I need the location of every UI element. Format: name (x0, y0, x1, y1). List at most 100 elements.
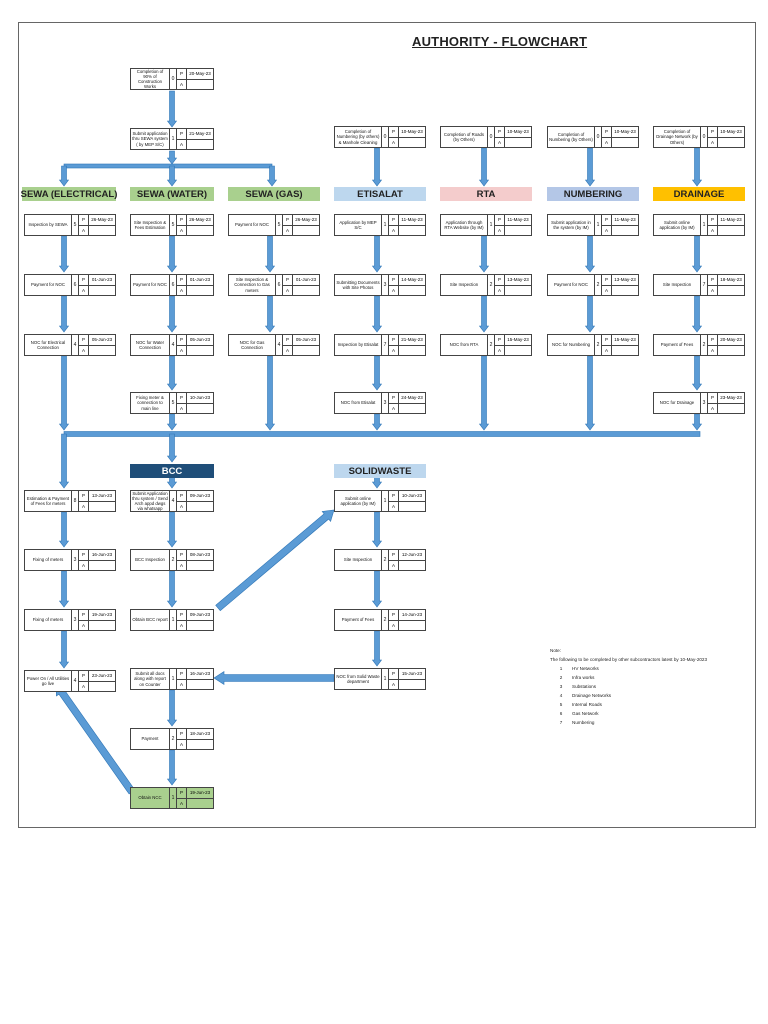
actual-date (89, 286, 115, 296)
plan-label: P (389, 550, 398, 561)
actual-date (612, 286, 638, 296)
step-dates: 21-May-23 (186, 129, 213, 149)
actual-label: A (497, 139, 501, 145)
actual-date (187, 798, 213, 808)
header-rta: RTA (440, 187, 532, 201)
planned-date: 11-May-23 (399, 215, 425, 226)
actual-date (187, 140, 213, 150)
actual-label: A (710, 139, 714, 145)
step-dates: 01-Jun-23 (88, 275, 115, 295)
down-arrow (264, 235, 276, 273)
planned-date: 23-May-23 (718, 393, 744, 404)
planned-date: 20-May-23 (718, 335, 744, 346)
planned-date: 16-Jun-23 (89, 550, 115, 561)
planned-date: 10-Jun-23 (187, 393, 213, 404)
step-duration: 5 (169, 215, 176, 235)
down-arrow (264, 295, 276, 333)
actual-date (187, 621, 213, 631)
step-duration: 6 (275, 275, 282, 295)
step-label: Obtain BCC report (132, 617, 168, 623)
step-duration: 1 (169, 610, 176, 630)
actual-label: A (391, 562, 395, 568)
step-dates: 20-May-23 (186, 69, 213, 89)
page-title: AUTHORITY - FLOWCHART (412, 34, 588, 49)
step-dates: 05-Jun-23 (88, 335, 115, 355)
down-arrow (166, 355, 178, 391)
plan-label: P (602, 275, 611, 286)
actual-label: A (285, 287, 289, 293)
step-label: Payment (141, 736, 159, 742)
step-dates: 23-Jun-23 (88, 671, 115, 691)
step-label: Site Inspection & Fees Estimation (133, 219, 167, 230)
step-dates: 14-May-23 (398, 275, 425, 295)
step-duration: 4 (275, 335, 282, 355)
actual-date (399, 621, 425, 631)
step-start2: Submit application thru SEWA system ( by… (130, 128, 214, 150)
note-item-number: 3 (559, 684, 563, 689)
actual-date (718, 404, 744, 414)
down-arrow (371, 413, 383, 431)
actual-label: A (391, 622, 395, 628)
down-arrow (478, 235, 490, 273)
step-duration: 3 (381, 275, 388, 295)
step-dates: 11-May-23 (717, 215, 744, 235)
plan-label: P (495, 275, 504, 286)
planned-date: 09-Jun-23 (187, 610, 213, 621)
note-item-text: Substations (572, 684, 597, 689)
step-dates: 21-May-23 (398, 335, 425, 355)
plan-label: P (79, 275, 88, 286)
planned-date: 14-Jun-23 (399, 610, 425, 621)
actual-label: A (179, 141, 183, 147)
down-arrow (166, 570, 178, 608)
down-arrow (691, 355, 703, 391)
down-arrow (371, 630, 383, 667)
collector-bar (63, 431, 701, 437)
step-label: NOC from Solid Waste department (336, 673, 380, 684)
step-duration: 5 (169, 393, 176, 413)
down-arrow (58, 630, 70, 669)
step-label: Completion of Roads (by Others) (443, 131, 485, 142)
step-dates: 12-Jun-23 (398, 550, 425, 570)
step-duration: 2 (381, 550, 388, 570)
actual-label: A (179, 622, 183, 628)
plan-label: P (708, 127, 717, 138)
actual-date (89, 561, 115, 571)
actual-label: A (179, 681, 183, 687)
step-dates: 24-May-23 (398, 393, 425, 413)
down-arrow (166, 413, 178, 431)
step-duration: 1 (169, 788, 176, 808)
step-label: Submit application thru SEWA system ( by… (132, 131, 168, 147)
actual-date (187, 680, 213, 690)
planned-date: 21-May-23 (187, 129, 213, 140)
step-dates: 26-May-23 (292, 215, 319, 235)
actual-label: A (179, 287, 183, 293)
planned-date: 23-Jun-23 (89, 671, 115, 682)
plan-label: P (177, 335, 186, 346)
actual-label: A (179, 347, 183, 353)
step-duration: 1 (700, 215, 707, 235)
step-duration: 3 (381, 393, 388, 413)
step-label: Completion of Numbering (by others) & Ma… (336, 129, 380, 145)
down-arrow (58, 355, 70, 431)
actual-label: A (179, 503, 183, 509)
step-dates: 10-Jun-23 (186, 393, 213, 413)
step-r1: Application through RTA Website (by IM)1… (440, 214, 532, 236)
step-duration: 2 (487, 335, 494, 355)
plan-label: P (389, 610, 398, 621)
plan-label: P (79, 671, 88, 682)
actual-date (612, 346, 638, 356)
actual-date (187, 502, 213, 512)
